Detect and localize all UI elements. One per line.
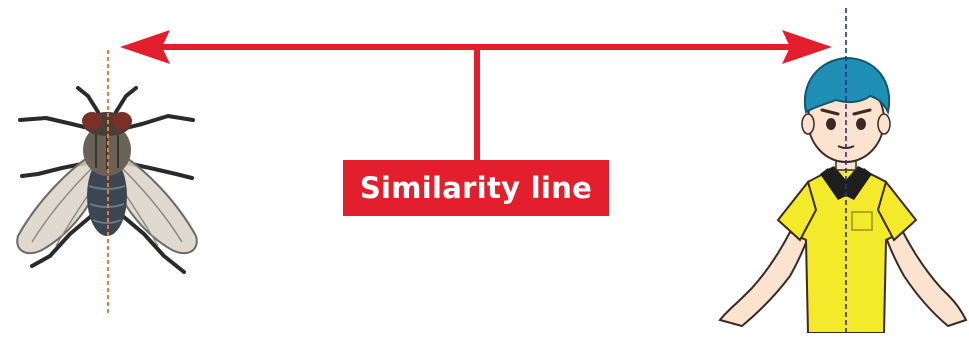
arrow-head-left	[120, 30, 170, 64]
similarity-label: Similarity line	[359, 171, 593, 205]
similarity-label-box: Similarity line	[343, 160, 609, 216]
similarity-arrow	[120, 30, 832, 162]
boy-icon	[718, 8, 968, 334]
fly-icon	[16, 50, 198, 316]
arrow-head-right	[782, 30, 832, 64]
